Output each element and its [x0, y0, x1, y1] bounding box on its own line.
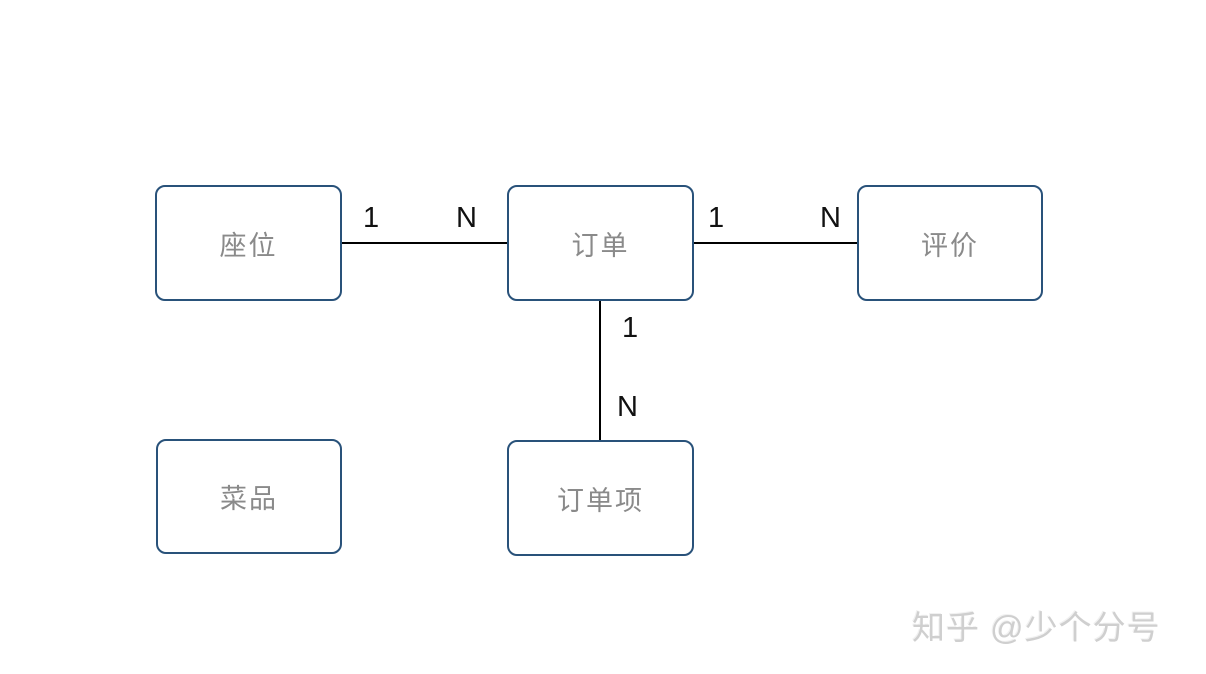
cardinality-order-item-1: 1: [622, 312, 639, 344]
edge-order-review: [694, 242, 857, 244]
entity-box-review: 评价: [857, 185, 1043, 301]
edge-order-order-item: [599, 301, 601, 440]
entity-label-order: 订单: [571, 230, 630, 261]
entity-box-order: 订单: [507, 185, 694, 301]
cardinality-seat-order-1: 1: [363, 202, 380, 234]
cardinality-seat-order-n: N: [456, 202, 477, 234]
zhihu-watermark: 知乎 @少个分号: [912, 609, 1161, 646]
entity-label-dish: 菜品: [220, 484, 278, 514]
entity-label-seat: 座位: [219, 230, 278, 261]
entity-box-order-item: 订单项: [507, 440, 694, 556]
cardinality-order-item-n: N: [617, 391, 638, 423]
cardinality-order-review-n: N: [820, 202, 841, 234]
entity-label-review: 评价: [921, 230, 979, 261]
entity-box-seat: 座位: [155, 185, 342, 301]
entity-box-dish: 菜品: [156, 439, 342, 554]
edge-seat-order: [342, 242, 507, 244]
entity-label-order-item: 订单项: [557, 485, 644, 516]
cardinality-order-review-1: 1: [708, 202, 725, 234]
